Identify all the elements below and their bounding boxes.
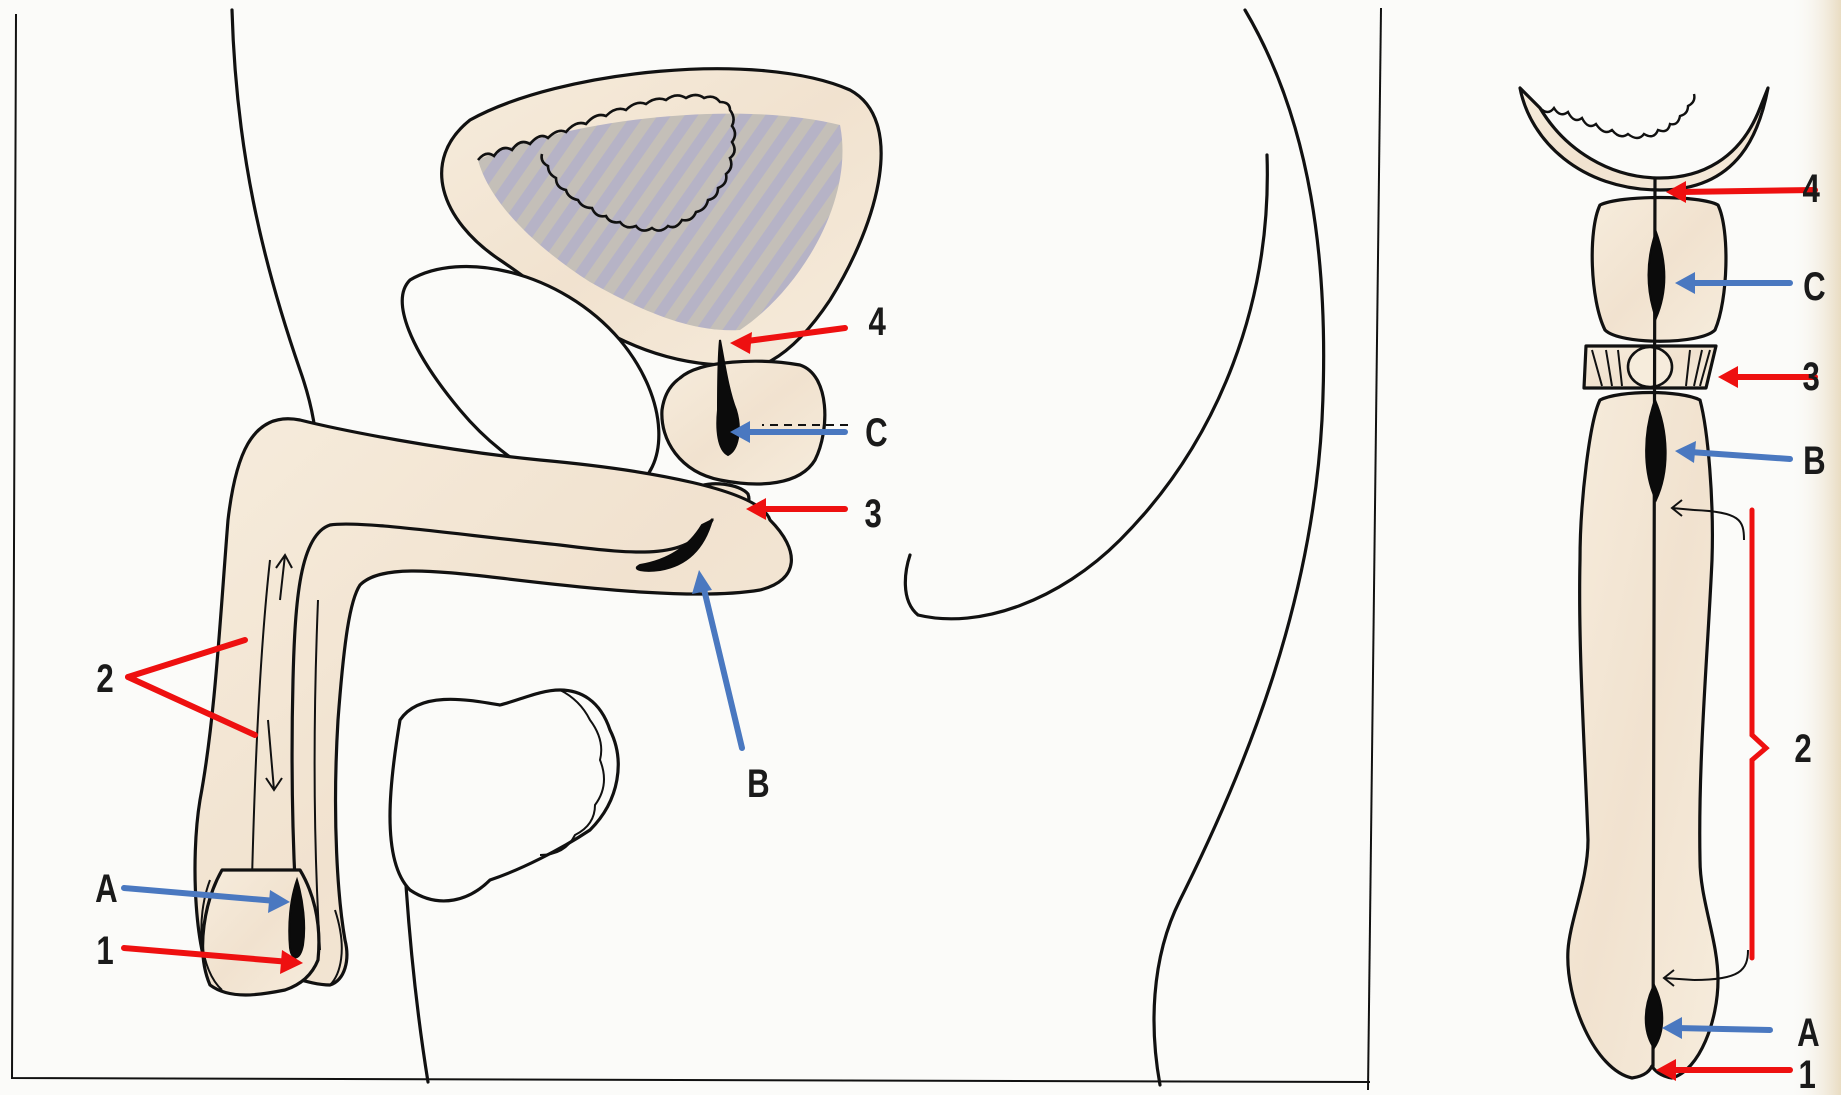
panel-divider [1368,8,1381,1090]
arrow-c-longitudinal [1675,272,1790,294]
label-c-longitudinal: C [1803,264,1826,309]
label-c-sagittal: C [865,410,888,455]
label-1-sagittal: 1 [96,928,113,973]
bladder-neck [1520,88,1768,190]
page-edge-shadow [1790,0,1841,1095]
label-2-longitudinal: 2 [1794,726,1811,771]
bladder-neck-mucosa [1540,94,1694,138]
abdomen-outline [1154,10,1324,1085]
label-4-sagittal: 4 [868,299,885,344]
arrow-3-sagittal [746,498,845,520]
label-1-longitudinal: 1 [1798,1052,1815,1095]
gluteal-outline [905,155,1267,619]
longitudinal-view: 4 C 3 B 2 A 1 [1520,0,1841,1095]
label-3-longitudinal: 3 [1802,354,1819,399]
arrow-a-longitudinal [1662,1017,1770,1039]
label-a-sagittal: A [95,866,118,911]
penile-body-longitudinal [1568,393,1718,1079]
leg-line [405,870,428,1082]
arrow-b-longitudinal [1675,441,1790,463]
arrow-b-sagittal [692,570,742,748]
sagittal-view: 4 C 3 B 2 A 1 [12,8,1381,1090]
label-b-longitudinal: B [1803,438,1826,483]
prostate [662,361,825,484]
brace-2-longitudinal [1752,510,1766,958]
scrotum [390,690,618,901]
label-b-sagittal: B [747,761,770,806]
label-3-sagittal: 3 [864,491,881,536]
label-4-longitudinal: 4 [1802,166,1819,211]
sphincter-ring [1628,347,1672,387]
label-2-sagittal: 2 [96,656,113,701]
label-a-longitudinal: A [1797,1010,1820,1055]
